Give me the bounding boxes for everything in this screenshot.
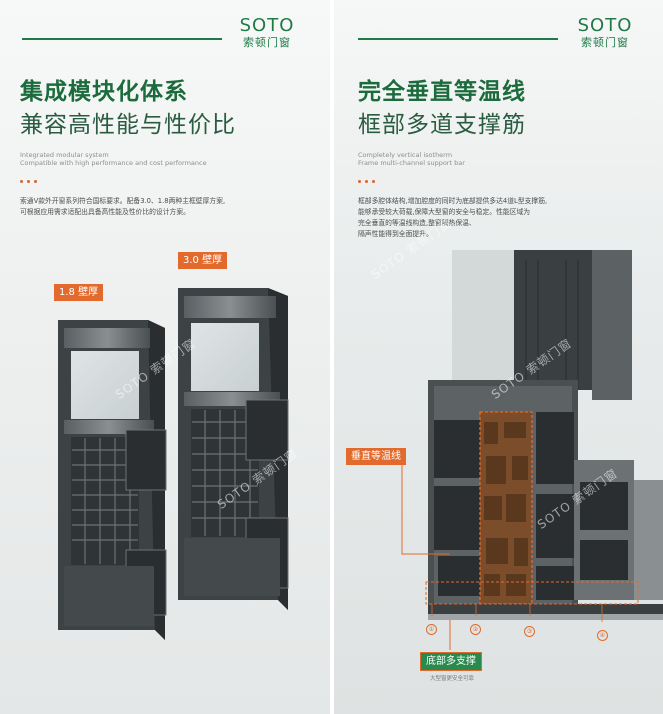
body-text: 框部多腔体结构,增加腔度的同时为底部提供多达4道L型支撑筋, 能够承受较大荷载,… bbox=[358, 196, 653, 240]
english-caption-1: Integrated modular system bbox=[20, 151, 109, 159]
header-rule bbox=[358, 38, 558, 40]
wall-thickness-1-8-tag: 1.8 壁厚 bbox=[54, 284, 104, 301]
panel-subtitle: 兼容高性能与性价比 bbox=[20, 112, 236, 138]
vertical-isotherm-tag: 垂直等温线 bbox=[346, 448, 406, 465]
body-line: 索通V款外开窗系列符合国标要求。配备3.0、1.8两种主框壁厚方案, bbox=[20, 197, 226, 205]
marker-2: ② bbox=[470, 624, 481, 635]
body-line: 可根据应用需求适配出具备高性能及性价比的设计方案。 bbox=[20, 208, 190, 216]
brand-logo-cn: 索顿门窗 bbox=[243, 36, 291, 49]
body-line: 能够承受较大荷载,保障大型窗的安全与稳定。性能区域为 bbox=[358, 208, 531, 216]
brand-logo-en: SOTO bbox=[577, 15, 633, 36]
marker-1: ① bbox=[426, 624, 437, 635]
accent-dots bbox=[20, 180, 37, 183]
marker-3: ③ bbox=[524, 626, 535, 637]
window-profile-3-0 bbox=[178, 288, 289, 610]
english-caption-2: Compatible with high performance and cos… bbox=[20, 159, 207, 167]
frame-cross-section-illustration bbox=[401, 250, 663, 650]
right-panel: SOTO 索顿门窗 完全垂直等温线 框部多道支撑筋 Completely ver… bbox=[334, 0, 663, 714]
panel-title: 集成模块化体系 bbox=[20, 79, 188, 105]
brand-logo-en: SOTO bbox=[239, 15, 295, 36]
body-line: 完全垂直的等温线构造,整窗隔热保温、 bbox=[358, 219, 476, 227]
panel-title: 完全垂直等温线 bbox=[358, 79, 526, 105]
wall-thickness-3-0-tag: 3.0 壁厚 bbox=[178, 252, 228, 269]
marker-4: ④ bbox=[597, 630, 608, 641]
brand-logo: SOTO 索顿门窗 bbox=[230, 16, 304, 50]
brand-logo-cn: 索顿门窗 bbox=[581, 36, 629, 49]
body-line: 隔声性能得到全面提升。 bbox=[358, 230, 433, 238]
body-line: 框部多腔体结构,增加腔度的同时为底部提供多达4道L型支撑筋, bbox=[358, 197, 548, 205]
window-profiles-illustration bbox=[58, 288, 289, 640]
english-caption-2: Frame multi-channel support bar bbox=[358, 159, 465, 167]
english-caption-1: Completely vertical isotherm bbox=[358, 151, 453, 159]
left-panel: SOTO 索顿门窗 集成模块化体系 兼容高性能与性价比 Integrated m… bbox=[0, 0, 330, 714]
panel-divider bbox=[330, 0, 334, 714]
accent-dots bbox=[358, 180, 375, 183]
header-rule bbox=[22, 38, 222, 40]
panel-subtitle: 框部多道支撑筋 bbox=[358, 112, 526, 138]
support-caption: 大型窗更安全可靠 bbox=[430, 676, 475, 682]
window-profile-1-8 bbox=[58, 320, 167, 640]
bottom-support-tag: 底部多支撑 bbox=[420, 652, 482, 671]
brand-logo: SOTO 索顿门窗 bbox=[568, 16, 642, 50]
body-text: 索通V款外开窗系列符合国标要求。配备3.0、1.8两种主框壁厚方案, 可根据应用… bbox=[20, 196, 320, 218]
